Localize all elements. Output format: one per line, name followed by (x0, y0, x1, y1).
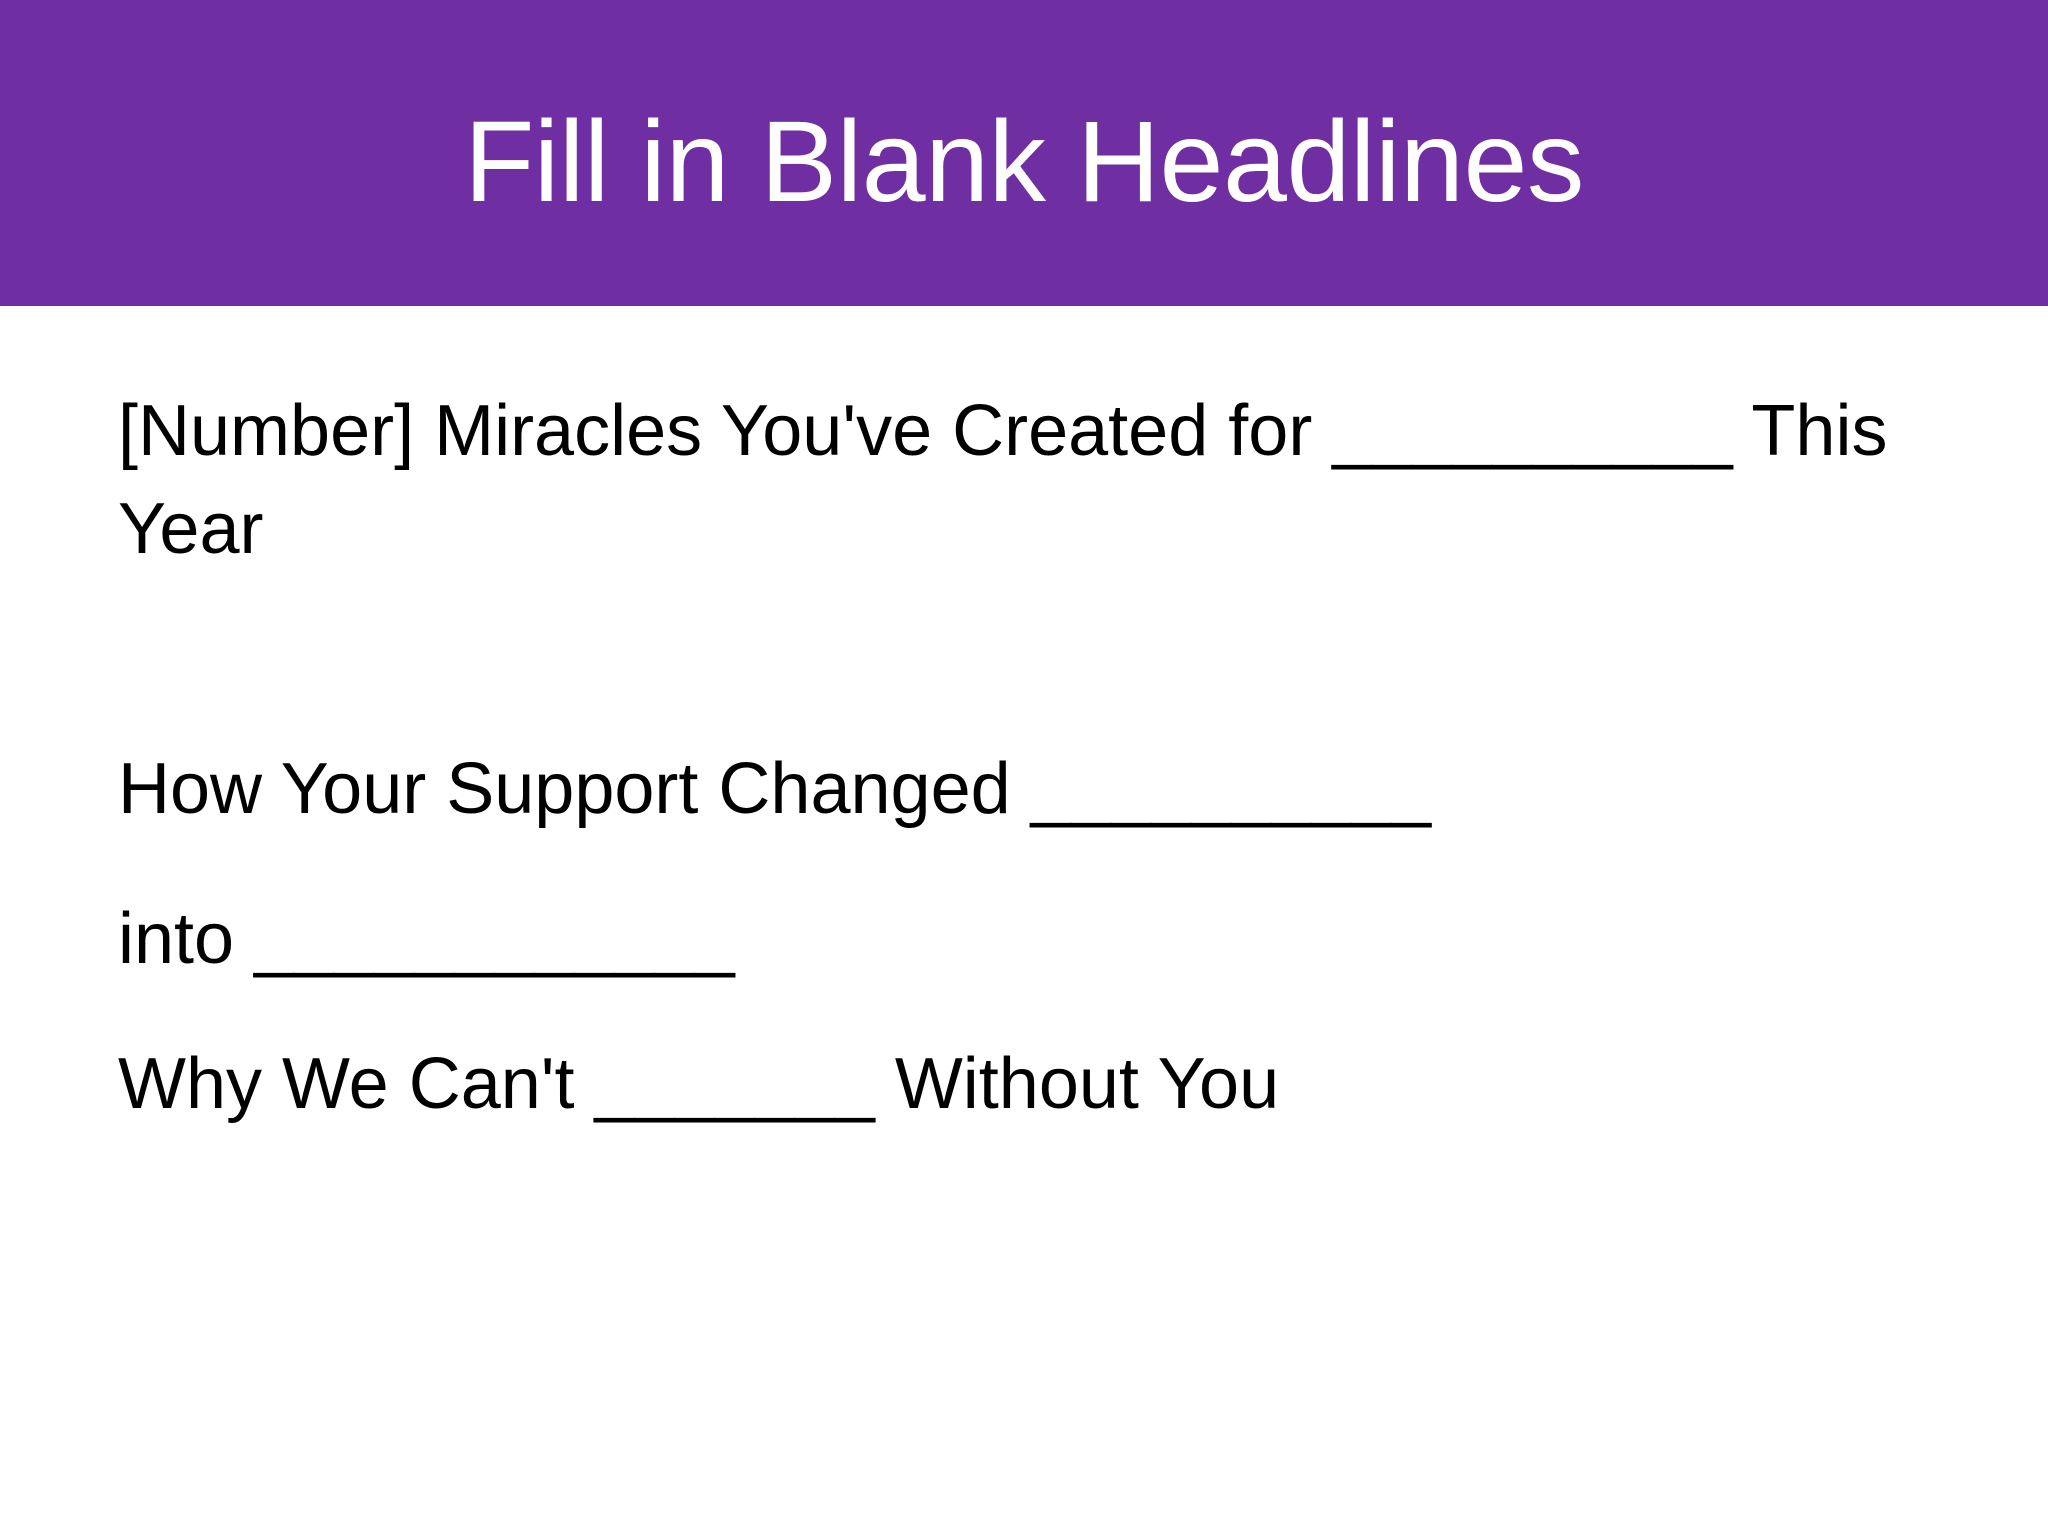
headline-item-2: How Your Support Changed __________ into… (118, 749, 1432, 979)
headline-item-3: Why We Can't _______ Without You (118, 1044, 1280, 1124)
title-banner: Fill in Blank Headlines (0, 0, 2048, 306)
slide-body: [Number] Miracles You've Created for ___… (118, 366, 1930, 1486)
headline-item-1: [Number] Miracles You've Created for ___… (118, 391, 1888, 569)
slide-title: Fill in Blank Headlines (464, 98, 1584, 226)
